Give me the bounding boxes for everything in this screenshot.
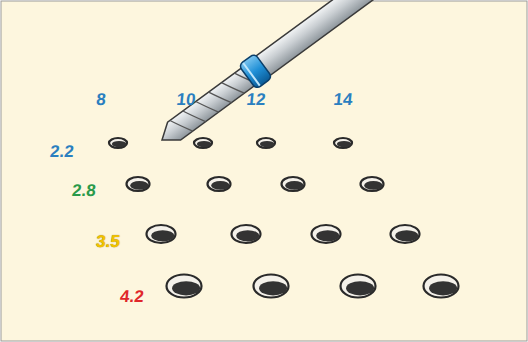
diameter-label: 3.5 <box>95 233 120 250</box>
hole <box>341 275 376 298</box>
diameter-label: 2.2 <box>49 143 74 160</box>
length-label: 8 <box>95 91 106 108</box>
hole <box>127 177 150 191</box>
hole <box>109 138 127 148</box>
length-label: 14 <box>333 91 354 108</box>
hole <box>282 177 305 191</box>
drill-bit <box>153 0 456 152</box>
hole-grid <box>109 138 459 298</box>
hole <box>232 225 261 243</box>
diameter-label: 4.2 <box>119 288 144 305</box>
hole <box>391 225 420 243</box>
hole <box>312 225 341 243</box>
length-label: 12 <box>246 91 267 108</box>
hole <box>424 275 459 298</box>
hole <box>257 138 275 148</box>
length-label: 10 <box>176 91 197 108</box>
hole <box>208 177 231 191</box>
hole <box>334 138 352 148</box>
hole <box>147 225 176 243</box>
hole <box>254 275 289 298</box>
diameter-label: 2.8 <box>71 182 96 199</box>
hole <box>194 138 212 148</box>
hole <box>361 177 384 191</box>
hole <box>167 275 202 298</box>
